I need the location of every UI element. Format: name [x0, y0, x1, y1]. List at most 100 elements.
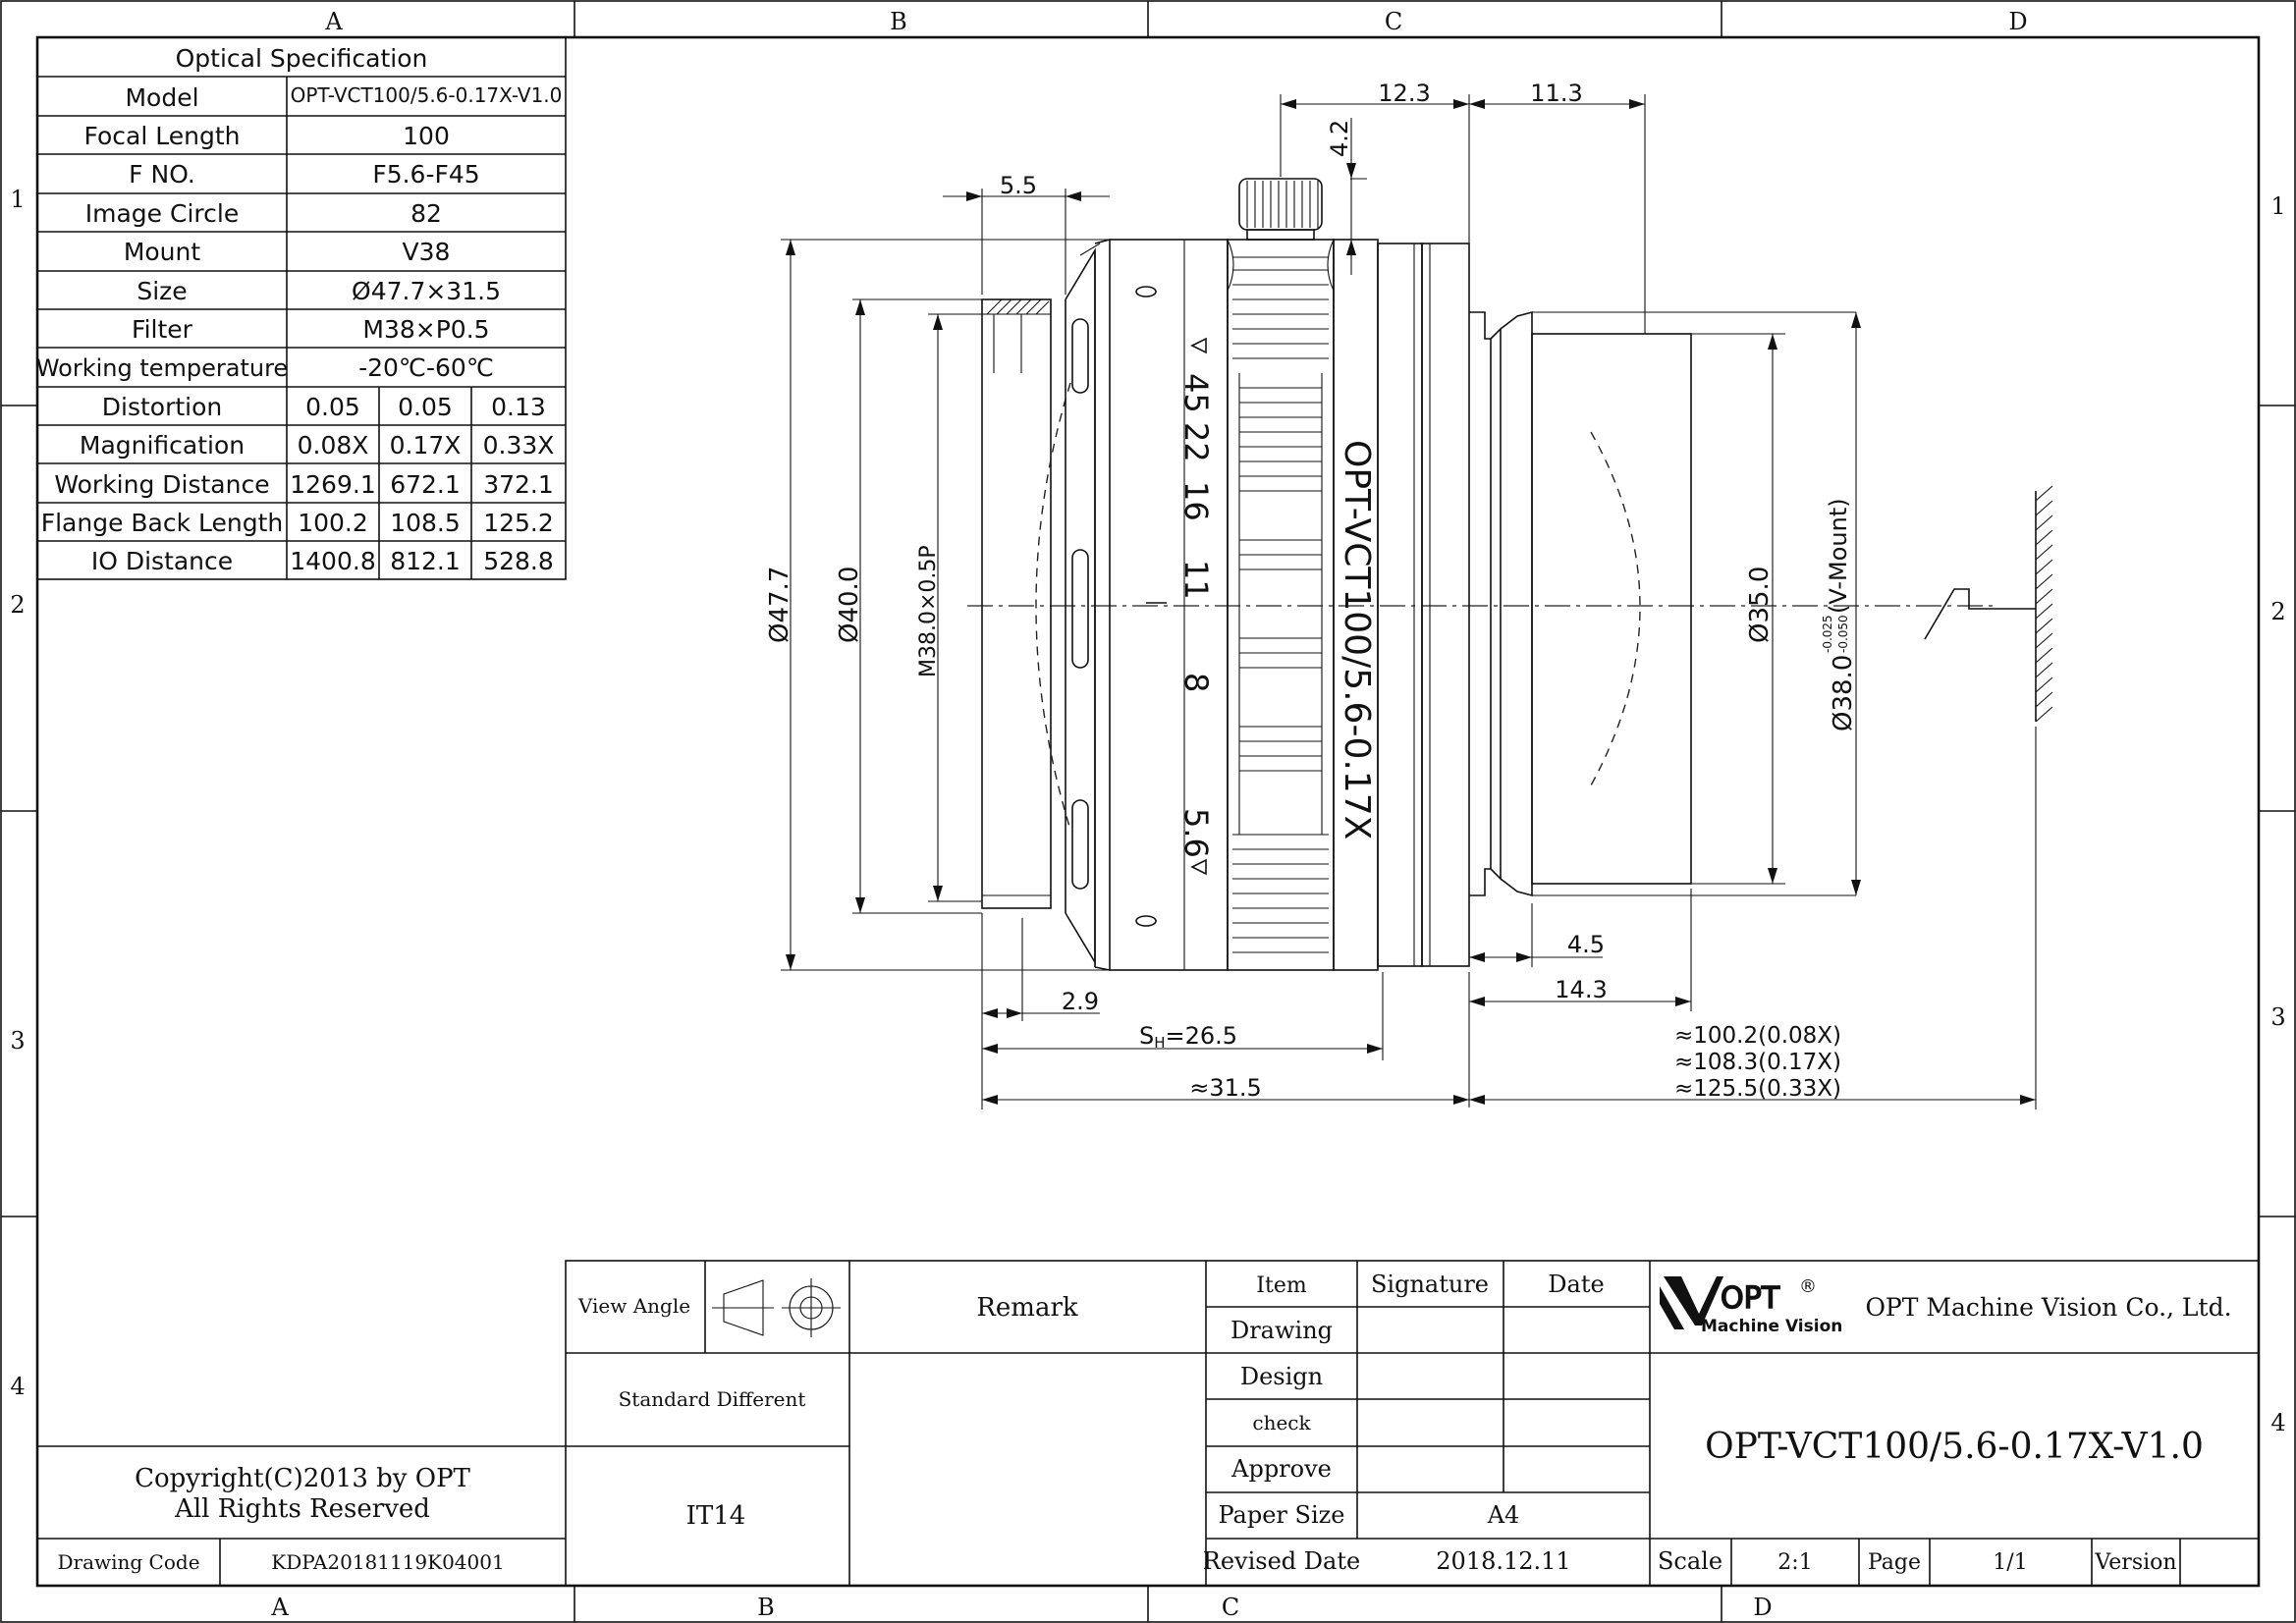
row-right-1: 1	[2270, 192, 2285, 220]
spec-value-model: OPT-VCT100/5.6-0.17X-V1.0	[291, 83, 563, 107]
drawing-row-label: Drawing	[1230, 1317, 1333, 1344]
dim-14-3: 14.3	[1555, 976, 1607, 1003]
spec-value-mount: V38	[403, 238, 451, 266]
dim-sh-sub: H	[1154, 1034, 1165, 1052]
rear-barrel	[1333, 239, 1470, 971]
zone-top-a: A	[324, 8, 343, 35]
spec-wd-3: 372.1	[483, 470, 554, 499]
dim-sh-eq: =	[1166, 1022, 1185, 1050]
dim-flange-3: ≈125.5(0.33X)	[1674, 1076, 1841, 1102]
f-8: 8	[1177, 673, 1215, 692]
version-label: Version	[2094, 1550, 2176, 1575]
row-left-1: 1	[10, 186, 25, 213]
dim-sh-value: 26.5	[1185, 1022, 1237, 1050]
dim-dia-38-0: Ø38.0	[1829, 655, 1858, 731]
spec-label-focal: Focal Length	[84, 122, 241, 150]
zone-top-b: B	[890, 8, 907, 35]
it-grade: IT14	[686, 1501, 746, 1531]
dim-vmount: (V-Mount)	[1825, 498, 1852, 614]
paper-size-label: Paper Size	[1218, 1501, 1344, 1529]
row-right-4: 4	[2270, 1409, 2285, 1436]
opt-logo-reg: ®	[1799, 1276, 1817, 1297]
front-thread-ring	[981, 298, 1052, 909]
spec-label-fbl: Flange Back Length	[41, 509, 284, 537]
dimensions: 12.3 11.3 4.2 5.5 Ø47.7 Ø40.0	[765, 80, 2037, 1109]
spec-value-focal: 100	[403, 122, 450, 150]
view-angle-label: View Angle	[577, 1294, 690, 1318]
drawing-code-label: Drawing Code	[57, 1550, 199, 1574]
f-5-6: 5.6	[1177, 808, 1215, 858]
f-16: 16	[1177, 481, 1215, 521]
spec-label-io: IO Distance	[91, 547, 233, 575]
revised-date-label: Revised Date	[1203, 1547, 1360, 1575]
spec-value-fno: F5.6-F45	[372, 160, 479, 189]
spec-value-filter: M38×P0.5	[362, 315, 489, 344]
zone-bottom-a: A	[270, 1594, 289, 1621]
opt-logo-brand: OPT	[1721, 1281, 1780, 1316]
item-header: Item	[1256, 1273, 1307, 1298]
v-mount	[1469, 310, 1856, 897]
page-label: Page	[1868, 1550, 1921, 1575]
opt-logo: OPT ® Machine Vision	[1660, 1276, 1842, 1336]
rear-lens-arc	[1590, 431, 1641, 786]
row-right-3: 3	[2270, 1003, 2285, 1031]
dim-thread: M38.0×0.5P	[916, 545, 941, 677]
copyright-line-1: Copyright(C)2013 by OPT	[135, 1464, 470, 1493]
focus-ring	[1227, 239, 1335, 971]
aperture-ring	[1065, 243, 1101, 967]
spec-distortion-3: 0.13	[491, 393, 546, 421]
dim-sh: SH=26.5	[1139, 1022, 1237, 1052]
dim-11-3: 11.3	[1530, 80, 1582, 107]
opt-logo-mark	[1664, 1276, 1723, 1325]
dim-2-9: 2.9	[1062, 988, 1099, 1015]
dim-4-2: 4.2	[1326, 120, 1353, 157]
sensor-plane	[1924, 485, 2053, 723]
f-11: 11	[1177, 560, 1215, 600]
remark-label: Remark	[976, 1293, 1078, 1323]
dim-tol-lower: -0.050	[1836, 615, 1850, 653]
paper-size-value: A4	[1487, 1501, 1520, 1529]
spec-distortion-1: 0.05	[305, 393, 360, 421]
spec-fbl-3: 125.2	[483, 509, 554, 537]
third-angle-projection-icon	[712, 1278, 841, 1337]
zone-top-c: C	[1385, 8, 1402, 35]
lens-engraving: OPT-VCT100/5.6-0.17X	[1337, 440, 1377, 839]
copyright-line-2: All Rights Reserved	[174, 1494, 430, 1524]
f-22: 22	[1177, 422, 1215, 462]
scale-label: Scale	[1658, 1547, 1722, 1575]
signature-header: Signature	[1371, 1271, 1489, 1298]
zone-bottom-b: B	[757, 1594, 775, 1621]
scale-value: 2:1	[1777, 1550, 1812, 1575]
spec-wd-2: 672.1	[390, 470, 461, 499]
spec-io-3: 528.8	[483, 547, 554, 575]
dim-dia-35-0: Ø35.0	[1745, 567, 1775, 643]
title-block: Copyright(C)2013 by OPT All Rights Reser…	[37, 1260, 2260, 1587]
spec-label-fno: F NO.	[129, 160, 195, 189]
optical-spec-table: Optical Specification Model OPT-VCT100/5…	[36, 36, 567, 580]
drawing-code: KDPA20181119K04001	[271, 1550, 504, 1574]
spec-fbl-2: 108.5	[390, 509, 461, 537]
dim-flange-2: ≈108.3(0.17X)	[1674, 1050, 1841, 1075]
dim-flange-1: ≈100.2(0.08X)	[1674, 1023, 1841, 1049]
zone-bottom-d: D	[1753, 1594, 1772, 1621]
dim-dia-47-7: Ø47.7	[765, 567, 794, 643]
dim-5-5: 5.5	[1000, 172, 1037, 199]
lens-barrel	[1094, 239, 1229, 971]
zone-labels: A B C D A B C D 1 2 3 4 1 2 3 4	[10, 8, 2285, 1621]
aperture-scale: 45 22 16 11 8 5.6	[1177, 373, 1215, 858]
dim-sh-prefix: S	[1139, 1022, 1154, 1050]
row-left-4: 4	[10, 1373, 25, 1400]
spec-wd-1: 1269.1	[290, 470, 375, 499]
check-row-label: check	[1252, 1411, 1311, 1434]
spec-io-1: 1400.8	[290, 547, 375, 575]
spec-label-distortion: Distortion	[102, 393, 223, 421]
standard-different-label: Standard Different	[619, 1387, 806, 1411]
spec-label-wd: Working Distance	[54, 470, 269, 499]
spec-distortion-2: 0.05	[398, 393, 453, 421]
f-45: 45	[1177, 373, 1215, 413]
spec-label-size: Size	[137, 277, 187, 305]
zone-bottom-c: C	[1222, 1594, 1239, 1621]
spec-value-size: Ø47.7×31.5	[352, 277, 501, 305]
revised-date-value: 2018.12.11	[1436, 1547, 1570, 1575]
row-left-3: 3	[10, 1027, 25, 1055]
